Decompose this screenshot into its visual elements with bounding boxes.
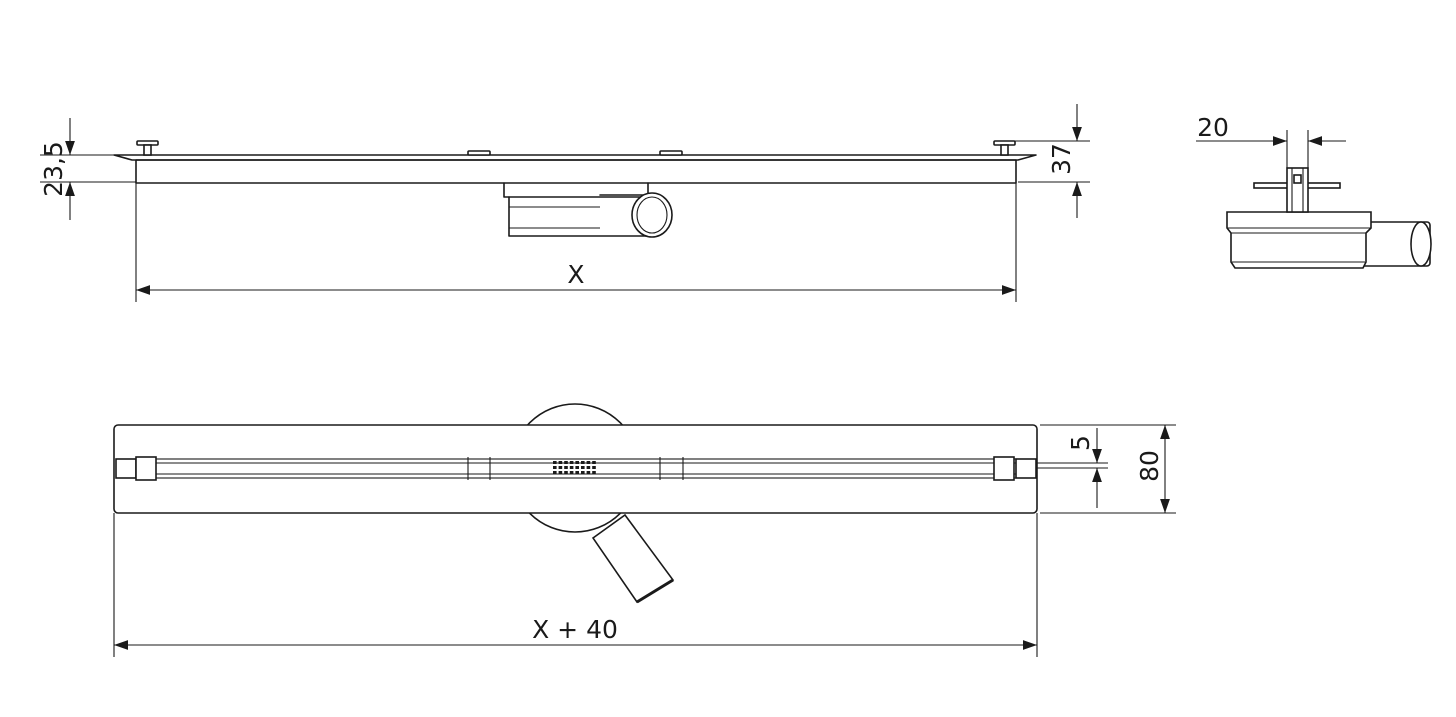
side-channel-body [135, 159, 1017, 184]
drain-hole [592, 466, 596, 469]
drain-hole [575, 466, 579, 469]
drain-hole [581, 461, 585, 464]
dim-frame-height-label: 23,5 [39, 141, 68, 197]
drain-hole [586, 471, 591, 474]
drain-hole [569, 466, 574, 469]
drain-hole [564, 466, 568, 469]
drain-hole [581, 466, 585, 469]
side-screw-left [136, 140, 159, 156]
drain-hole [592, 461, 596, 464]
side-sump [503, 182, 655, 237]
side-outlet-pipe [631, 192, 673, 238]
end-view [1226, 167, 1432, 269]
drain-hole [586, 466, 591, 469]
top-drain-holes [553, 461, 596, 474]
side-screw-right [993, 140, 1016, 156]
drain-hole [558, 466, 563, 469]
dim-slot-width-label: 5 [1066, 435, 1095, 451]
dim-outlet-offset-label: 20 [1197, 113, 1229, 142]
top-end-cap-left [115, 458, 137, 479]
drain-hole [553, 471, 557, 474]
side-view-dimensions: X 23,5 37 [39, 104, 1090, 302]
drain-hole [558, 471, 563, 474]
side-tab-1 [467, 150, 491, 156]
drain-hole [575, 461, 579, 464]
dim-total-length-label: X + 40 [532, 615, 618, 644]
dim-length-label: X [567, 260, 584, 289]
top-end-cap-right [1015, 458, 1037, 479]
drain-hole [569, 461, 574, 464]
side-flange [113, 154, 1037, 161]
drain-hole [569, 471, 574, 474]
end-sump-body [1226, 211, 1372, 269]
drain-hole [564, 461, 568, 464]
drain-hole [586, 461, 591, 464]
dim-width-label: 80 [1135, 450, 1164, 482]
top-view-dimensions: X + 40 5 80 [113, 424, 1176, 657]
side-tab-2 [659, 150, 683, 156]
drain-hole [553, 461, 557, 464]
end-view-dimensions: 20 [1196, 113, 1346, 168]
drain-hole [553, 466, 557, 469]
dim-total-height-label: 37 [1047, 143, 1076, 175]
drain-hole [581, 471, 585, 474]
drain-hole [575, 471, 579, 474]
drain-hole [564, 471, 568, 474]
top-view [113, 403, 1038, 604]
drain-hole [558, 461, 563, 464]
drain-hole [592, 471, 596, 474]
side-view [113, 140, 1037, 238]
